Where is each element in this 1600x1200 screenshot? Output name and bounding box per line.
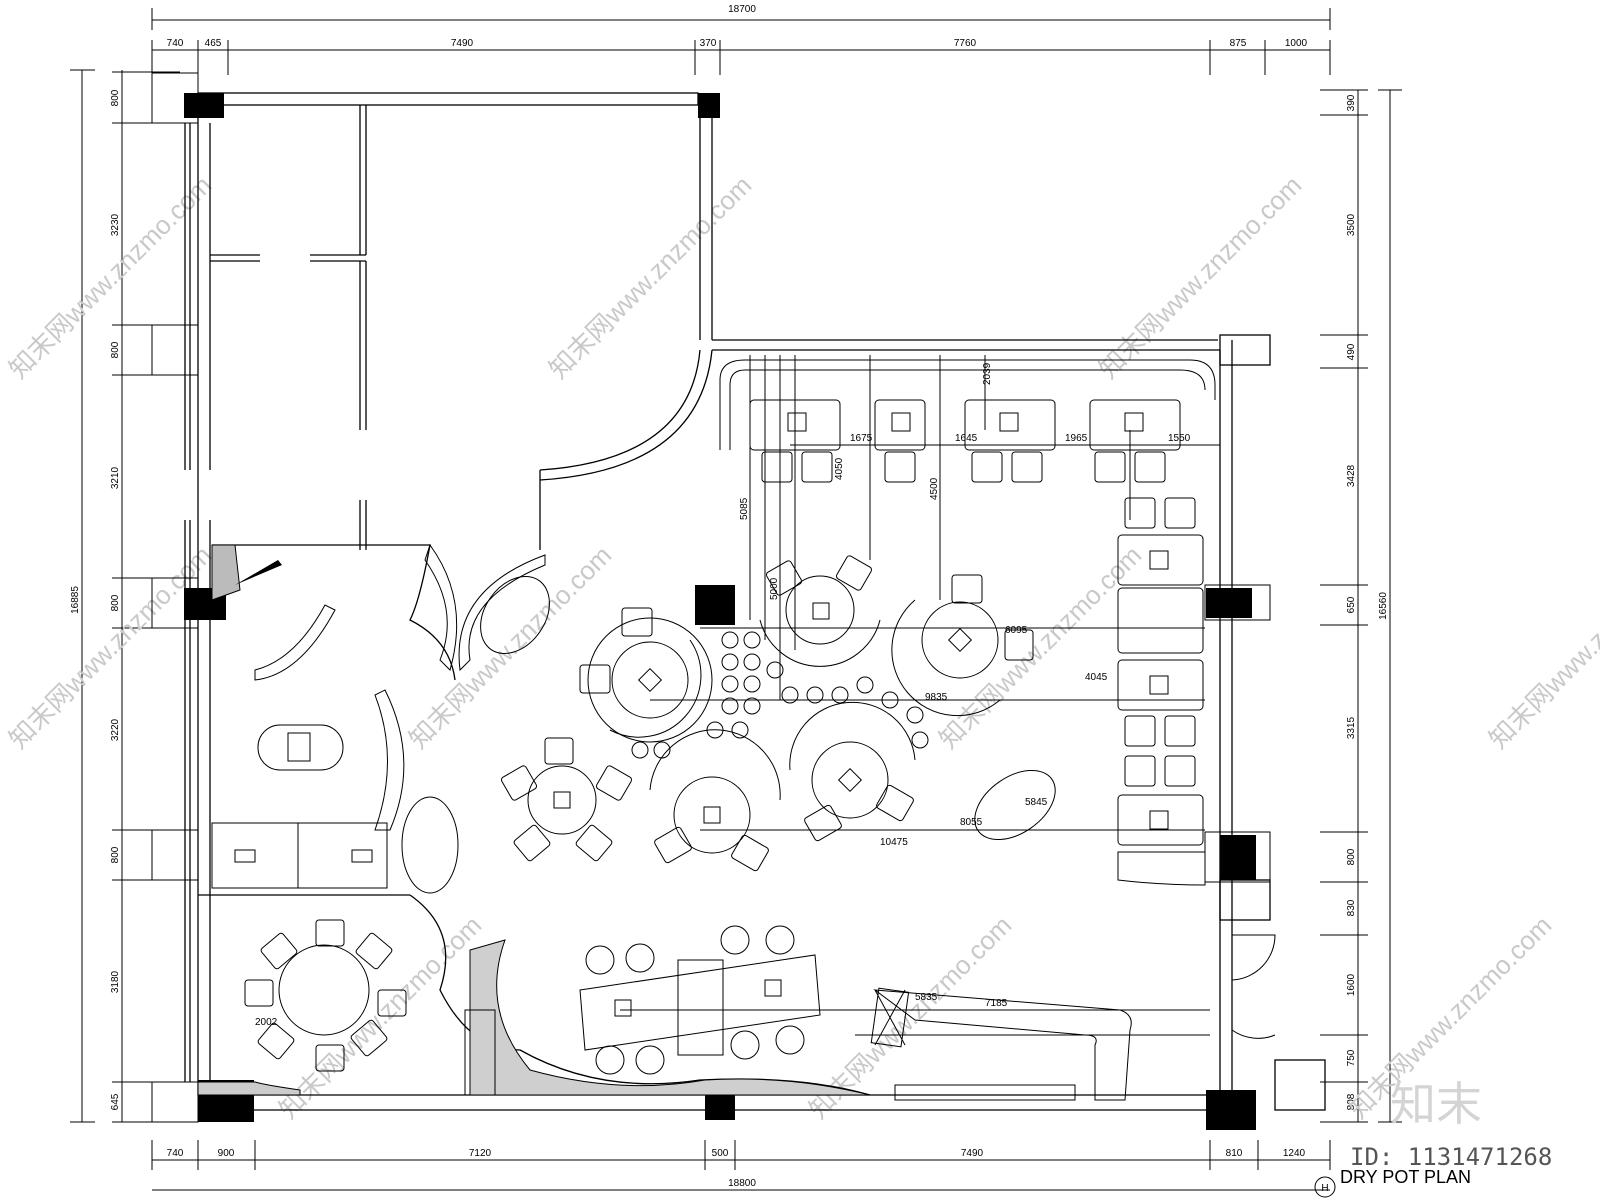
- watermark-7: 知末网www.znzmo.com: [1483, 540, 1600, 754]
- dim-left-8: 3180: [110, 970, 121, 993]
- dim-right-6: 3315: [1346, 716, 1357, 739]
- drawing-symbol-circle: [1314, 1176, 1336, 1198]
- dim-right-7: 800: [1346, 848, 1357, 865]
- watermark-6: 知末网www.znzmo.com: [933, 540, 1147, 754]
- watermarks: 知末网www.znzmo.com 知末网www.znzmo.com 知末网www…: [3, 170, 1600, 1124]
- dim-bottom-6: 810: [1226, 1148, 1243, 1159]
- int-dim-12: 5845: [1025, 797, 1048, 808]
- watermark-3: 知末网www.znzmo.com: [1093, 170, 1307, 384]
- dim-top-total: 18700: [728, 4, 756, 15]
- dim-bottom-4: 500: [712, 1148, 729, 1159]
- column-7: [1206, 588, 1252, 618]
- stool-cluster: [631, 631, 929, 759]
- dim-right-2: 3500: [1346, 213, 1357, 236]
- dim-top-6: 875: [1230, 38, 1247, 49]
- column-6: [1206, 1090, 1256, 1130]
- drawing-title: DRY POT PLAN: [1340, 1167, 1471, 1187]
- dim-top-2: 465: [205, 38, 222, 49]
- int-dim-11: 8055: [960, 817, 983, 828]
- dim-bottom-7: 1240: [1283, 1148, 1306, 1159]
- int-dim-7: 4050: [834, 457, 845, 480]
- column-9: [695, 585, 735, 625]
- dim-top-4: 370: [700, 38, 717, 49]
- dim-bottom-total: 18800: [728, 1178, 756, 1189]
- int-dim-9: 5000: [769, 577, 780, 600]
- booth-column-right: [650, 497, 1206, 886]
- booth-row-top: [719, 355, 1220, 700]
- int-dim-18: 2002: [255, 1017, 278, 1028]
- int-dim-5: 2039: [982, 362, 993, 385]
- dim-left-1: 800: [110, 89, 121, 106]
- dim-bottom-1: 740: [167, 1148, 184, 1159]
- int-dim-10: 10475: [880, 837, 908, 848]
- dim-right-total: 16560: [1378, 592, 1389, 620]
- brand-logo: 知末: [1390, 1077, 1482, 1131]
- int-dim-1: 1675: [850, 433, 873, 444]
- dim-top-3: 7490: [451, 38, 474, 49]
- dim-left-9: 645: [110, 1093, 121, 1110]
- column-8: [1220, 835, 1256, 880]
- building-walls: [184, 92, 1326, 1111]
- int-dim-16: 5835: [915, 992, 938, 1003]
- dim-left-total: 16885: [70, 586, 81, 614]
- int-dim-14: 9835: [925, 692, 948, 703]
- dim-right-4: 3428: [1346, 464, 1357, 487]
- dim-left-4: 3210: [110, 466, 121, 489]
- watermark-8: 知末网www.znzmo.com: [273, 910, 487, 1124]
- dim-bottom-2: 900: [218, 1148, 235, 1159]
- id-label: ID: 1131471268: [1350, 1143, 1552, 1171]
- dim-left-7: 800: [110, 846, 121, 863]
- dim-left-3: 800: [110, 341, 121, 358]
- dining-tables: [480, 555, 1056, 872]
- dim-top-7: 1000: [1285, 38, 1308, 49]
- int-dim-13: 4045: [1085, 672, 1108, 683]
- dim-left-2: 3230: [110, 213, 121, 236]
- int-dim-15: 7185: [985, 998, 1008, 1009]
- entry-zone: [197, 543, 546, 1096]
- dim-bottom-3: 7120: [469, 1148, 492, 1159]
- dim-right-9: 1600: [1346, 973, 1357, 996]
- bar-area: [409, 894, 1276, 1101]
- dim-top-5: 7760: [954, 38, 977, 49]
- int-dim-4: 1550: [1168, 433, 1191, 444]
- dim-left-6: 3220: [110, 718, 121, 741]
- dim-right-10: 750: [1346, 1049, 1357, 1066]
- dim-right-8: 830: [1346, 899, 1357, 916]
- column-1: [184, 93, 224, 118]
- int-dim-17: 6095: [1005, 625, 1028, 636]
- column-2: [698, 93, 720, 118]
- int-dim-6: 5085: [739, 497, 750, 520]
- watermark-2: 知末网www.znzmo.com: [543, 170, 757, 384]
- drawing-symbol: H: [1321, 1183, 1328, 1194]
- dim-right-3: 490: [1346, 343, 1357, 360]
- dimension-labels: 18700 740 465 7490 370 7760 875 1000 740…: [70, 4, 1389, 1189]
- dim-right-11: 808: [1346, 1093, 1357, 1110]
- int-dim-3: 1965: [1065, 433, 1088, 444]
- dimension-lines: [70, 8, 1402, 1191]
- interior-dimension-labels: 1675 1645 1965 1550 2039 5085 4050 4500 …: [255, 362, 1191, 1028]
- dim-bottom-5: 7490: [961, 1148, 984, 1159]
- dim-top-1: 740: [167, 38, 184, 49]
- dim-right-5: 650: [1346, 596, 1357, 613]
- watermark-5: 知末网www.znzmo.com: [403, 540, 617, 754]
- int-dim-8: 4500: [929, 477, 940, 500]
- dim-right-1: 390: [1346, 94, 1357, 111]
- dim-left-5: 800: [110, 594, 121, 611]
- int-dim-2: 1645: [955, 433, 978, 444]
- title-block: H DRY POT PLAN 知末 ID: 1131471268: [1314, 1077, 1552, 1198]
